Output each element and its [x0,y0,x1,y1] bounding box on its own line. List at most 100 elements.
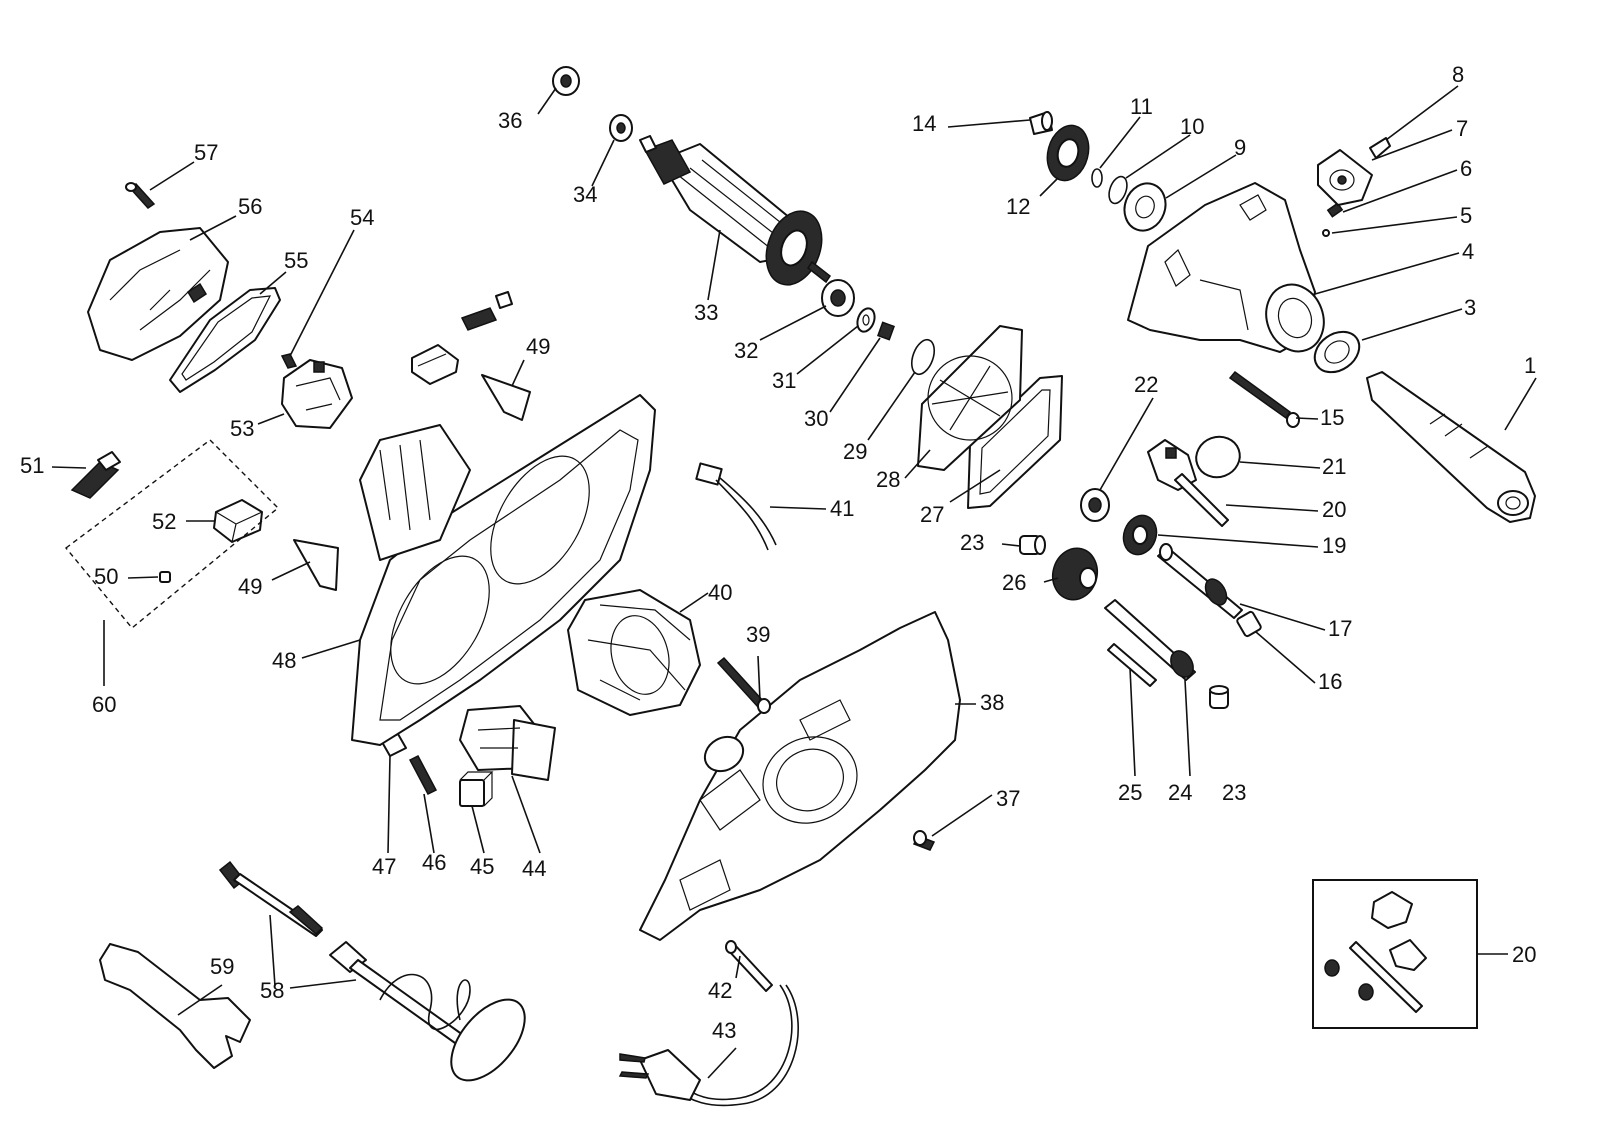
part-power-cord [618,984,799,1107]
callout-1: 1 [1524,353,1536,378]
leader-lines [51,85,1537,1079]
part-switch-53 [281,359,353,429]
part-spindle [1366,371,1536,523]
callout-20b: 20 [1512,942,1536,967]
callout-14: 14 [912,111,936,136]
callout-25: 25 [1118,780,1142,805]
part-gasket-55 [169,287,281,393]
callout-47: 47 [372,854,396,879]
callout-22: 22 [1134,372,1158,397]
callout-60: 60 [92,692,116,717]
callout-44: 44 [522,856,546,881]
callout-46: 46 [422,850,446,875]
callout-7: 7 [1456,116,1468,141]
callout-26: 26 [1002,570,1026,595]
callout-38: 38 [980,690,1004,715]
callout-34: 34 [573,182,597,207]
callout-36: 36 [498,108,522,133]
part-screw-57 [125,182,156,209]
callout-3: 3 [1464,295,1476,320]
part-mixing-paddle [218,860,526,1082]
callout-29: 29 [843,439,867,464]
part-screw-54 [280,353,298,369]
callout-51: 51 [20,453,44,478]
part-bearing-3 [1313,330,1361,374]
part-housing-left [351,394,656,746]
callout-16: 16 [1318,669,1342,694]
part-screw-46 [408,755,438,795]
callout-45: 45 [470,854,494,879]
callout-32: 32 [734,338,758,363]
callout-labels: 1 3 4 5 6 7 8 9 10 11 12 14 15 16 17 19 … [20,62,1536,1043]
part-armature-33 [639,135,832,286]
callout-17: 17 [1328,616,1352,641]
part-washer-31 [856,307,876,333]
callout-31: 31 [772,368,796,393]
part-bushing-23b [1209,685,1229,709]
part-housing-right [639,611,961,941]
callout-58: 58 [260,978,284,1003]
callout-42: 42 [708,978,732,1003]
callout-57: 57 [194,140,218,165]
part-rear-cover [87,227,229,361]
callout-4: 4 [1462,239,1474,264]
inset-box-20 [1312,879,1478,1029]
part-bushing-16 [1236,610,1262,638]
callout-23b: 23 [1222,780,1246,805]
part-bushing-23a [1019,535,1046,555]
part-bearing-36 [552,66,580,96]
callout-30: 30 [804,406,828,431]
callout-10: 10 [1180,114,1204,139]
part-stator-40 [567,589,701,716]
callout-5: 5 [1460,203,1472,228]
callout-49a: 49 [526,334,550,359]
part-bearing-9 [1123,182,1167,232]
part-sleeve-42 [725,940,773,992]
part-brush-51 [70,451,121,499]
part-screw-37 [912,830,936,851]
callout-27: 27 [920,502,944,527]
part-wrench [99,943,251,1069]
part-carbon-50 [159,571,171,583]
callout-33: 33 [694,300,718,325]
part-screw-15 [1228,370,1300,428]
part-block-45 [459,771,494,807]
part-bushing-14 [1029,111,1053,135]
part-gear-30 [877,321,895,341]
callout-41: 41 [830,496,854,521]
part-screw-39 [716,656,771,714]
kit-boundary-60 [64,439,280,629]
callout-52: 52 [152,509,176,534]
part-lever-20 [1147,439,1229,527]
callout-54: 54 [350,205,374,230]
callout-28: 28 [876,467,900,492]
part-ball-5 [1322,229,1330,237]
part-shaft-24 [1104,599,1196,681]
callout-20a: 20 [1322,497,1346,522]
callout-53: 53 [230,416,254,441]
callout-9: 9 [1234,135,1246,160]
part-bearing-34 [609,114,633,142]
part-switch-44 [459,705,556,781]
callout-37: 37 [996,786,1020,811]
callout-50: 50 [94,564,118,589]
callout-19: 19 [1322,533,1346,558]
part-shaft-17 [1157,543,1243,619]
callout-55: 55 [284,248,308,273]
callout-49b: 49 [238,574,262,599]
callout-6: 6 [1460,156,1472,181]
callout-23a: 23 [960,530,984,555]
part-wire-41 [695,462,777,551]
part-pin-8 [1369,137,1391,159]
part-circlip-10 [1108,175,1128,205]
callout-48: 48 [272,648,296,673]
callout-15: 15 [1320,405,1344,430]
callout-39: 39 [746,622,770,647]
callout-43: 43 [712,1018,736,1043]
part-bearing-22 [1080,488,1110,522]
part-brush-holder [411,291,513,385]
callout-56: 56 [238,194,262,219]
callout-8: 8 [1452,62,1464,87]
part-cover-21 [1195,435,1241,479]
